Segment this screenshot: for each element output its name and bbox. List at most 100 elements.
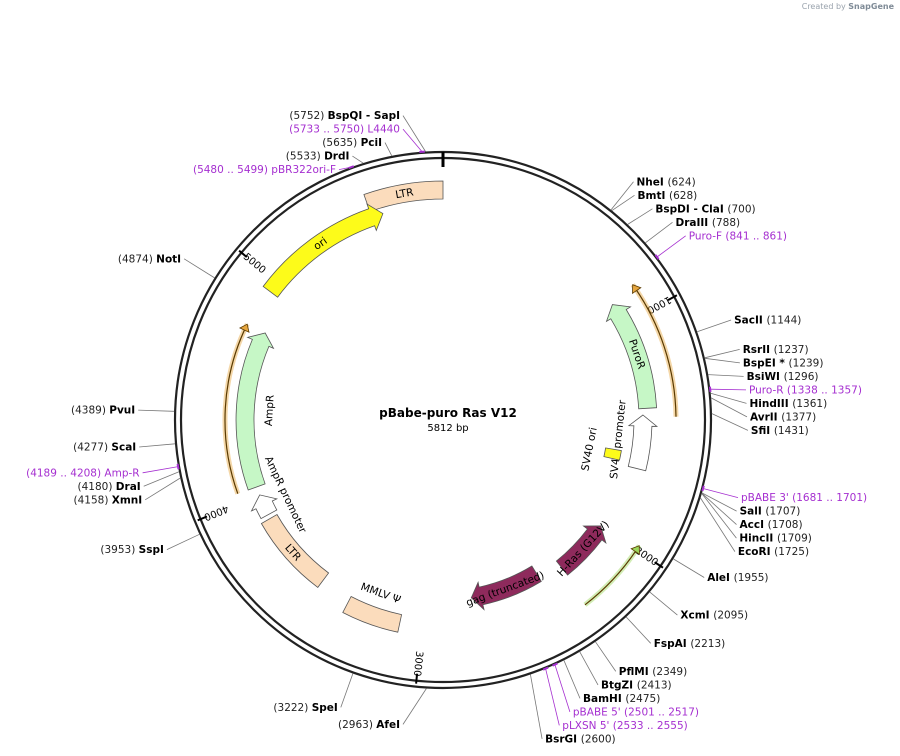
site-sspi-3953: (3953) SspI — [100, 533, 200, 556]
site-scai-4277-enzyme: ScaI — [111, 442, 136, 454]
site-sfii-1431: SfiI (1431) — [711, 413, 809, 437]
primer-pbabe-3-label: pBABE 3' (1681 .. 1701) — [741, 492, 867, 504]
site-spei-3222-enzyme: SpeI — [312, 702, 338, 714]
site-draiii-788-position: (788) — [712, 217, 740, 229]
site-alei-1955-position: (1955) — [734, 572, 769, 584]
primer-pbabe-5-label: pBABE 5' (2501 .. 2517) — [573, 706, 699, 718]
plasmid-backbone — [173, 150, 713, 690]
site-avrii-1377-enzyme: AvrII — [750, 411, 781, 423]
site-sfii-1431-position: (1431) — [774, 425, 809, 437]
site-acci-1708: AccI (1708) — [701, 492, 803, 531]
feature-gag — [470, 565, 542, 611]
site-bspqi-5752-label: (5752) BspQI - SapI — [289, 110, 400, 122]
site-avrii-1377-label: AvrII (1377) — [750, 411, 816, 423]
site-bspdi-700: BspDI - ClaI (700) — [627, 203, 756, 225]
site-pflmi-2349-position: (2349) — [652, 666, 687, 678]
site-hincii-1709-label: HincII (1709) — [739, 533, 811, 545]
site-bspdi-700-leader — [627, 208, 653, 225]
site-sali-1707-position: (1707) — [765, 506, 800, 518]
site-sfii-1431-enzyme: SfiI — [751, 425, 774, 437]
site-hincii-1709-position: (1709) — [777, 533, 812, 545]
site-sspi-3953-label: (3953) SspI — [100, 544, 164, 556]
site-spei-3222-label: (3222) SpeI — [273, 702, 337, 714]
site-sspi-3953-position: (3953) — [100, 544, 138, 556]
primer-pbabe-3: pBABE 3' (1681 .. 1701) — [701, 485, 867, 504]
site-bspei-1239-label: BspEI * (1239) — [743, 357, 824, 369]
site-drai-4180-leader — [143, 471, 180, 487]
site-pcii-5635-label: (5635) PciI — [322, 137, 382, 149]
site-alei-1955-leader — [673, 558, 705, 578]
site-bsrgi-2600-enzyme: BsrGI — [545, 733, 581, 745]
snapgene-logo: SnapGene — [848, 2, 894, 11]
site-alei-1955: AleI (1955) — [673, 558, 769, 584]
primer-amp-r-marker — [176, 463, 180, 470]
primer-l4440: (5733 .. 5750) L4440 — [289, 124, 425, 153]
site-pflmi-2349-label: PflMI (2349) — [619, 666, 687, 678]
site-drai-4180: (4180) DraI — [78, 471, 180, 493]
site-sacii-1144: SacII (1144) — [696, 315, 801, 333]
feature-sv40-promoter — [627, 414, 659, 472]
primer-puro-f-label: Puro-F (841 .. 861) — [689, 230, 787, 242]
site-sali-1707-enzyme: SalI — [740, 506, 766, 518]
site-hincii-1709-enzyme: HincII — [739, 533, 777, 545]
site-pvui-4389: (4389) PvuI — [71, 405, 175, 417]
primer-amp-r: (4189 .. 4208) Amp-R — [26, 463, 180, 479]
primer-l4440-label: (5733 .. 5750) L4440 — [289, 124, 400, 136]
site-bspdi-700-label: BspDI - ClaI (700) — [655, 203, 755, 215]
site-drdi-5533: (5533) DrdI — [286, 151, 364, 164]
tick-label-5000: 5000 — [241, 252, 268, 277]
site-sacii-1144-label: SacII (1144) — [734, 315, 801, 327]
site-hincii-1709: HincII (1709) — [701, 493, 812, 545]
site-scai-4277: (4277) ScaI — [73, 442, 176, 454]
primer-pbr322ori-f-label: (5480 .. 5499) pBR322ori-F — [193, 164, 336, 176]
orf-arcs — [222, 283, 679, 607]
site-pflmi-2349-enzyme: PflMI — [619, 666, 653, 678]
site-acci-1708-position: (1708) — [768, 519, 803, 531]
site-avrii-1377-leader — [710, 397, 748, 418]
site-hindiii-1361: HindIII (1361) — [710, 392, 827, 410]
feature-sv40-ori — [603, 447, 622, 461]
site-spei-3222-position: (3222) — [273, 702, 311, 714]
site-btgzi-2413-leader — [579, 651, 599, 686]
site-sali-1707-leader — [701, 492, 737, 512]
site-bmti-628-enzyme: BmtI — [638, 190, 670, 202]
site-bspqi-5752-enzyme: BspQI - SapI — [328, 110, 400, 122]
site-afei-2963-label: (2963) AfeI — [338, 719, 400, 731]
site-btgzi-2413-label: BtgZI (2413) — [601, 679, 672, 691]
site-ecori-1725: EcoRI (1725) — [700, 497, 809, 558]
tick-3000 — [415, 673, 419, 684]
site-bsiwi-1296-leader — [708, 374, 744, 377]
site-bsrgi-2600: BsrGI (2600) — [530, 674, 616, 745]
site-fspai-2213: FspAI (2213) — [625, 616, 725, 650]
primer-plxsn-5: pLXSN 5' (2533 .. 2555) — [542, 666, 688, 732]
site-bsiwi-1296-label: BsiWI (1296) — [747, 371, 819, 383]
site-noti-4874-leader — [183, 258, 215, 279]
site-xmni-4158-label: (4158) XmnI — [74, 494, 143, 506]
primer-puro-f-marker — [654, 254, 660, 260]
primer-plxsn-5-leader — [545, 668, 560, 726]
site-draiii-788: DraIII (788) — [645, 217, 740, 244]
site-sfii-1431-leader — [711, 413, 749, 431]
feature-ampr-promoter — [250, 494, 279, 520]
site-pvui-4389-label: (4389) PvuI — [71, 405, 135, 417]
site-drdi-5533-leader — [352, 155, 364, 164]
site-bamhi-2475: BamHI (2475) — [563, 660, 660, 705]
site-afei-2963: (2963) AfeI — [338, 688, 427, 731]
feature-label-sv40-promoter: SV40 promoter — [608, 399, 629, 480]
feature-puror — [605, 304, 658, 410]
primer-pbabe-5-leader — [554, 664, 571, 713]
site-bmti-628-label: BmtI (628) — [638, 190, 698, 202]
site-btgzi-2413-position: (2413) — [637, 679, 672, 691]
site-sali-1707: SalI (1707) — [701, 492, 800, 518]
site-acci-1708-leader — [701, 492, 737, 525]
primer-sites: Puro-F (841 .. 861) Puro-R (1338 .. 1357)… — [26, 124, 867, 732]
orf-line-0 — [632, 284, 677, 417]
site-bspei-1239-position: (1239) — [789, 357, 824, 369]
primer-pbr322ori-f: (5480 .. 5499) pBR322ori-F — [193, 164, 355, 176]
site-avrii-1377-position: (1377) — [781, 411, 816, 423]
site-ecori-1725-label: EcoRI (1725) — [738, 546, 809, 558]
primer-puro-r: Puro-R (1338 .. 1357) — [708, 384, 862, 396]
primer-plxsn-5-label: pLXSN 5' (2533 .. 2555) — [562, 720, 687, 732]
backbone-outer-ring — [173, 150, 713, 690]
